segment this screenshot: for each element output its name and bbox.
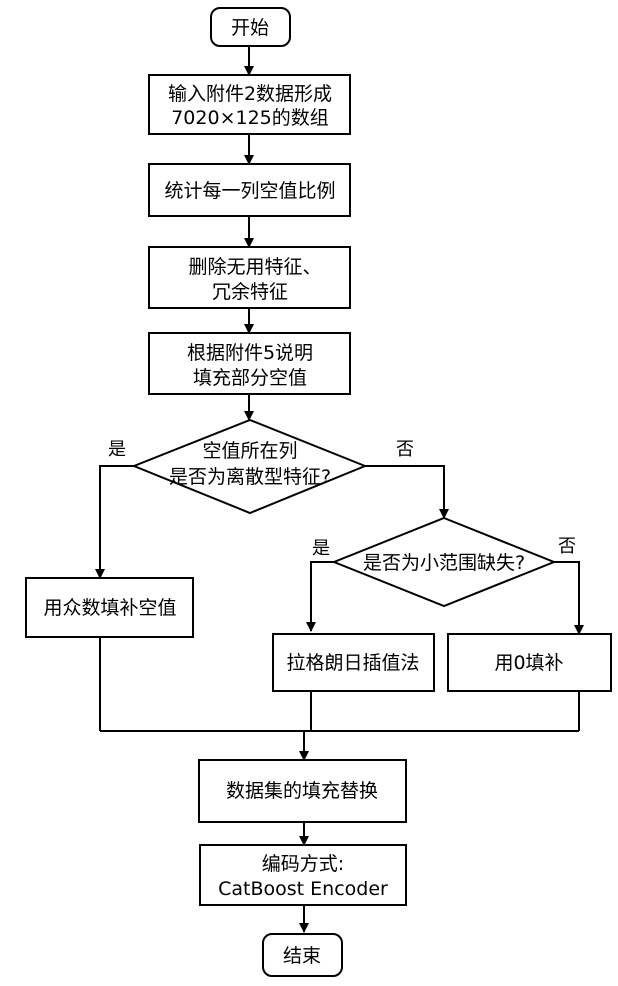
- fill-zero-label: 用0填补: [494, 652, 563, 674]
- decision-discrete-yes-label: 是: [108, 439, 126, 460]
- stats-step-label: 统计每一列空值比例: [164, 180, 335, 202]
- fill-by-doc-line2: 填充部分空值: [193, 367, 307, 389]
- end-node: 结束: [262, 933, 343, 977]
- replace-label: 数据集的填充替换: [226, 780, 378, 802]
- fill-by-doc-line1: 根据附件5说明: [187, 342, 313, 364]
- decision-discrete-no-label: 否: [396, 439, 414, 460]
- delete-step-line2: 冗余特征: [212, 281, 288, 303]
- input-step: 输入附件2数据形成 7020×125的数组: [148, 74, 351, 135]
- decision-small-range-yes-label: 是: [312, 538, 330, 559]
- decision-small-range: 是否为小范围缺失?: [331, 516, 557, 608]
- fill-zero-step: 用0填补: [447, 633, 612, 692]
- input-step-line1: 输入附件2数据形成: [168, 83, 332, 105]
- decision-small-range-no-label: 否: [558, 536, 576, 557]
- encoding-step: 编码方式: CatBoost Encoder: [199, 844, 407, 906]
- fill-mode-step: 用众数填补空值: [25, 577, 194, 638]
- lagrange-label: 拉格朗日插值法: [286, 652, 419, 674]
- start-label: 开始: [231, 17, 269, 39]
- encoding-line2: CatBoost Encoder: [218, 878, 388, 900]
- decision-small-range-label: 是否为小范围缺失?: [363, 552, 525, 574]
- arrow-decision2-yes: [306, 561, 334, 632]
- decision-discrete-line1: 空值所在列: [202, 440, 297, 462]
- start-node: 开始: [210, 7, 291, 47]
- fill-mode-label: 用众数填补空值: [43, 597, 176, 619]
- arrow-decision1-no: [365, 465, 449, 519]
- encoding-line1: 编码方式:: [262, 853, 344, 875]
- delete-step-line1: 删除无用特征、: [188, 256, 321, 278]
- decision-discrete: 空值所在列 是否为离散型特征?: [131, 418, 368, 515]
- arrow-decision1-yes: [95, 465, 134, 579]
- decision-discrete-line2: 是否为离散型特征?: [169, 466, 331, 488]
- delete-step: 删除无用特征、 冗余特征: [148, 246, 351, 309]
- arrow-decision2-no: [554, 561, 584, 635]
- end-label: 结束: [283, 945, 321, 967]
- connectors: [95, 46, 584, 933]
- fill-by-doc-step: 根据附件5说明 填充部分空值: [148, 332, 351, 395]
- stats-step: 统计每一列空值比例: [148, 163, 351, 217]
- input-step-line2: 7020×125的数组: [171, 107, 329, 129]
- replace-step: 数据集的填充替换: [198, 759, 407, 823]
- lagrange-step: 拉格朗日插值法: [272, 633, 435, 692]
